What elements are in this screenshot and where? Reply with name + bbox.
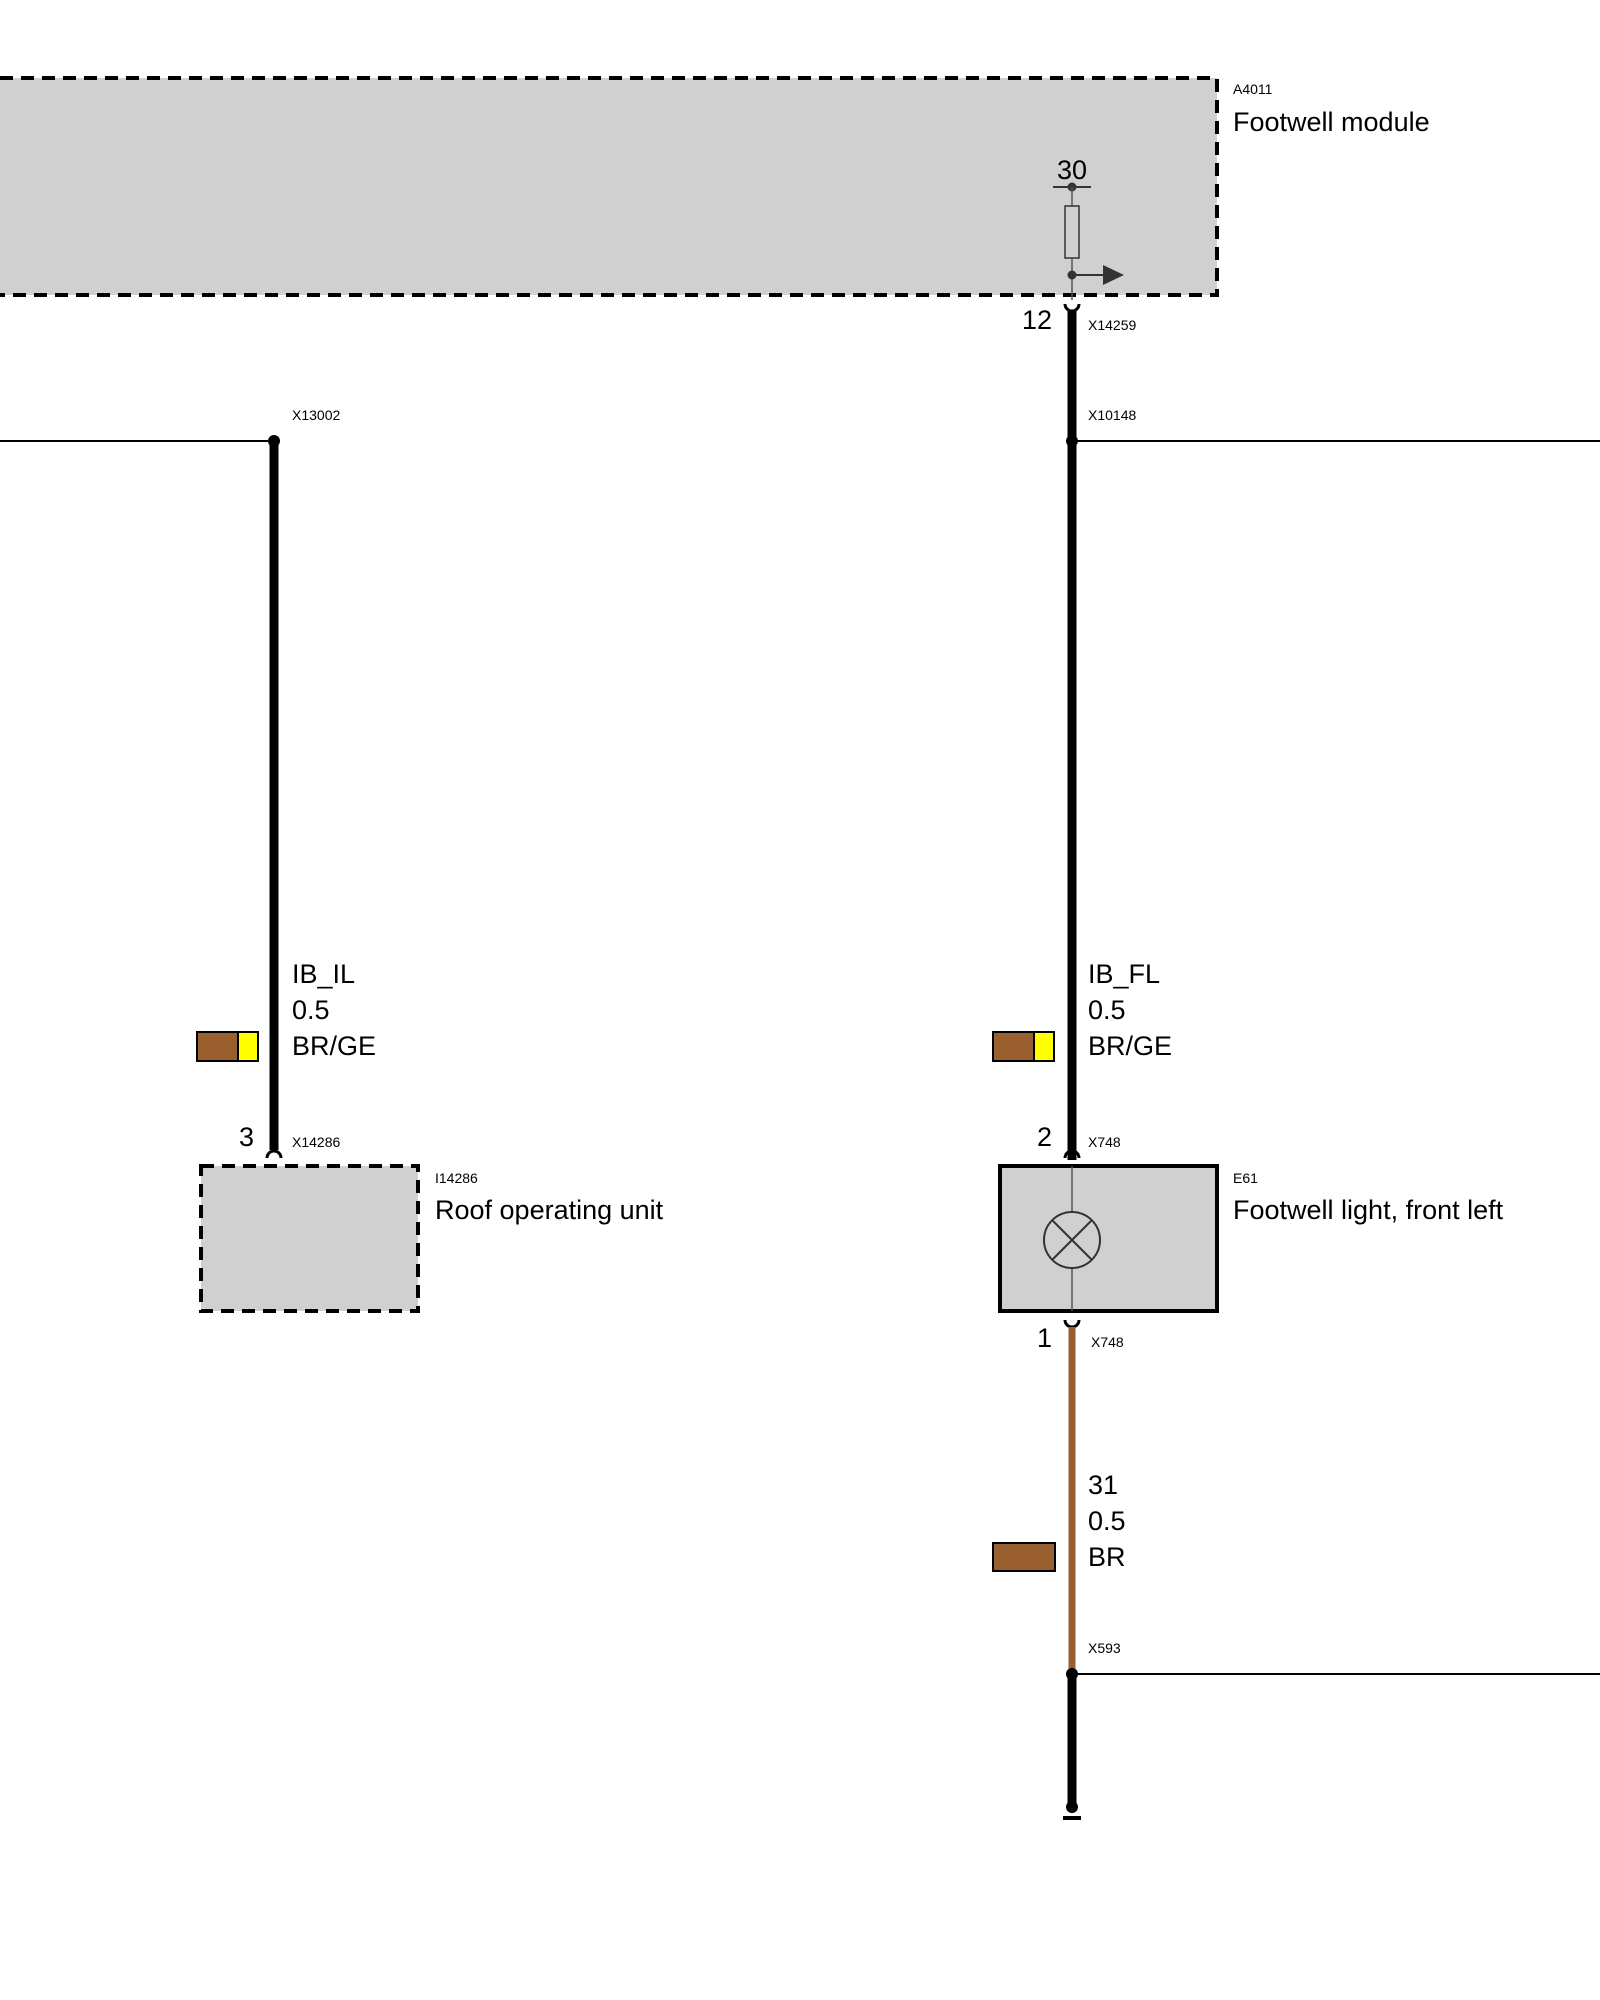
roof-pin-number: 3 <box>239 1122 254 1152</box>
pin-socket-icon <box>265 1149 283 1159</box>
pin-socket-icon <box>1063 1149 1081 1159</box>
wire-ib-il-color-code: BR/GE <box>292 1031 376 1061</box>
wire-ib-fl-color-code: BR/GE <box>1088 1031 1172 1061</box>
wire-ground-color-swatch <box>992 1542 1056 1572</box>
wire-ground-signal: 31 <box>1088 1470 1118 1500</box>
connector-x14259: X14259 <box>1088 317 1136 333</box>
footwell-light-name: Footwell light, front left <box>1233 1195 1504 1225</box>
wire-ib-fl-size: 0.5 <box>1088 995 1126 1025</box>
connector-x10148: X10148 <box>1088 407 1136 423</box>
pin-socket-icon <box>1063 1319 1081 1329</box>
roof-unit-name: Roof operating unit <box>435 1195 664 1225</box>
wire-ib-fl-color-swatch <box>992 1031 1055 1062</box>
wire-ib-il-color-swatch <box>196 1031 259 1062</box>
connector-x748-bottom: X748 <box>1091 1334 1124 1350</box>
connector-x593: X593 <box>1088 1640 1121 1656</box>
connector-x748-top: X748 <box>1088 1134 1121 1150</box>
footwell-module <box>0 76 1219 297</box>
footwell-module-name: Footwell module <box>1233 107 1430 137</box>
ground-terminal-icon <box>1063 1801 1081 1820</box>
connector-x14286: X14286 <box>292 1134 340 1150</box>
roof-unit-code: I14286 <box>435 1170 478 1186</box>
pin-socket-icon <box>1063 303 1081 313</box>
light-pin-bottom-number: 1 <box>1037 1323 1052 1353</box>
footwell-light-code: E61 <box>1233 1170 1258 1186</box>
roof-operating-unit-box <box>199 1164 420 1313</box>
wire-ib-fl-signal: IB_FL <box>1088 959 1160 989</box>
footwell-light-box <box>998 1164 1219 1313</box>
wire-ib-il-signal: IB_IL <box>292 959 355 989</box>
light-pin-top-number: 2 <box>1037 1122 1052 1152</box>
terminal-30-symbol <box>1053 182 1124 300</box>
connector-x13002: X13002 <box>292 407 340 423</box>
wire-ground-size: 0.5 <box>1088 1506 1126 1536</box>
splice-x10148 <box>1066 435 1078 447</box>
lamp-icon <box>1043 1211 1101 1269</box>
footwell-module-code: A4011 <box>1233 81 1273 97</box>
wire-ib-il-size: 0.5 <box>292 995 330 1025</box>
fm-pin-number: 12 <box>1022 305 1052 335</box>
terminal-30-label: 30 <box>1057 155 1087 185</box>
wire-ground-color-code: BR <box>1088 1542 1126 1572</box>
